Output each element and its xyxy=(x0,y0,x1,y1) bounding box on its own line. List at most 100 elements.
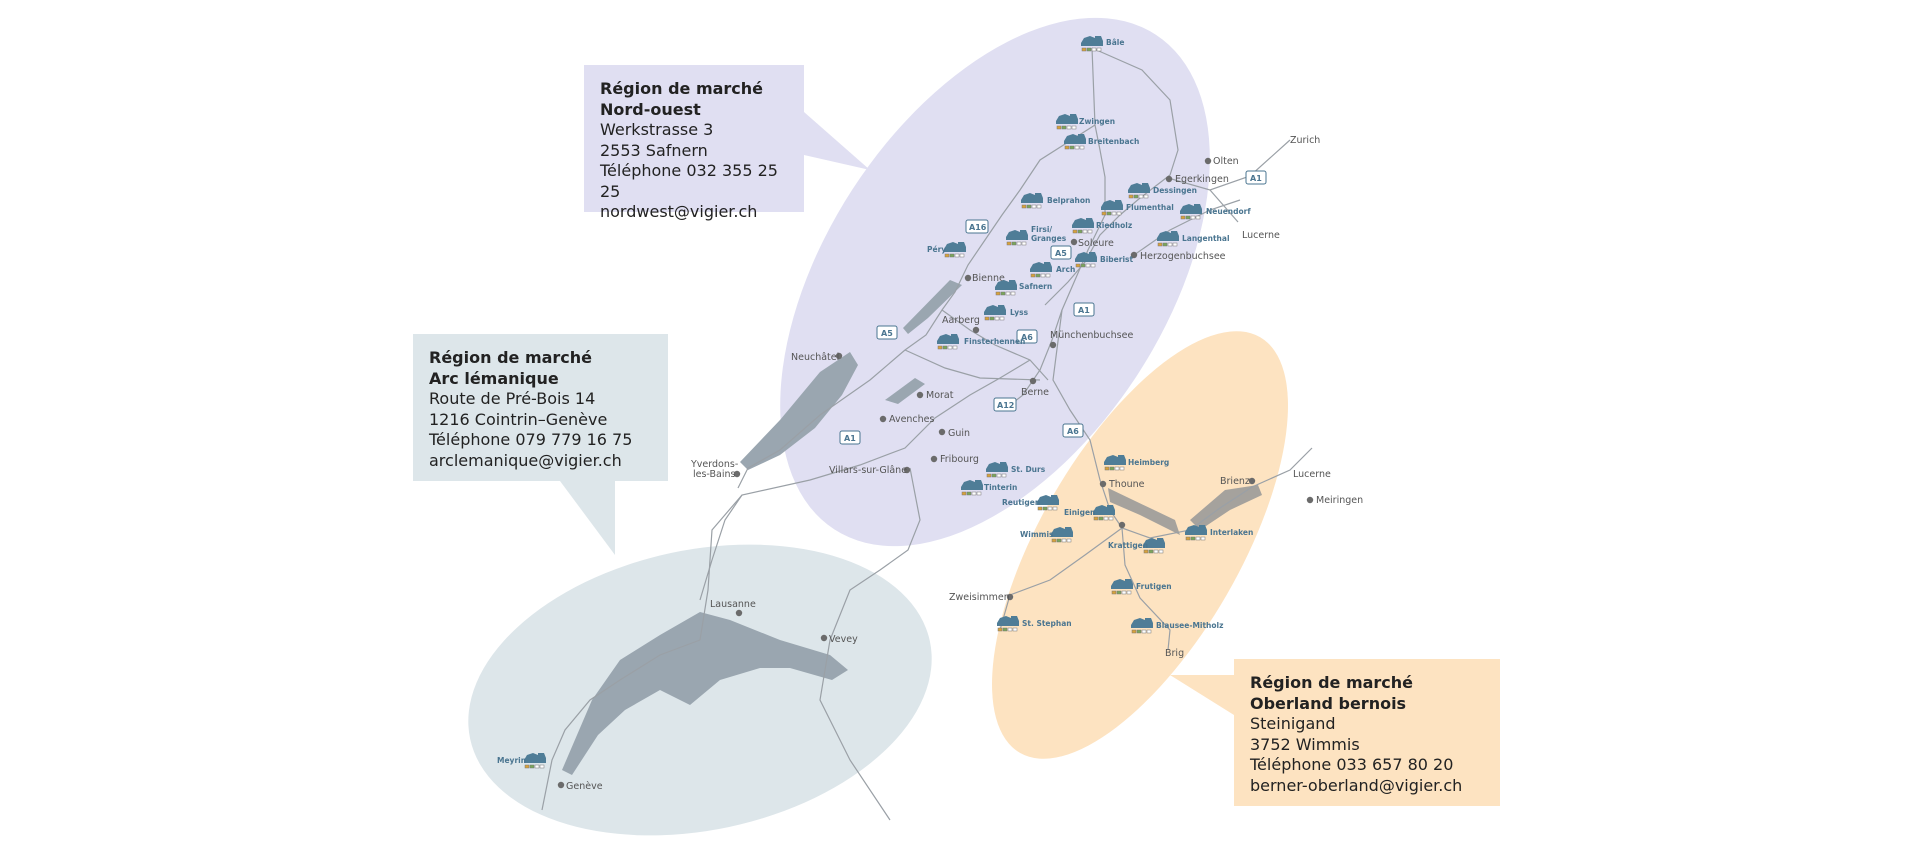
plant-mixer-icon xyxy=(1131,618,1153,634)
plant-mixer-icon xyxy=(984,305,1006,321)
region-name: Oberland bernois xyxy=(1250,693,1407,713)
plant-neuendorf: Neuendorf xyxy=(1206,207,1251,216)
plant-mixer-icon xyxy=(1075,252,1097,268)
plant-arch: Arch xyxy=(1056,265,1075,274)
plant-firsi-1: Firsi/ xyxy=(1031,225,1052,234)
plant-mixer-icon xyxy=(1072,218,1094,234)
email-link[interactable]: arclemanique@vigier.ch xyxy=(429,450,622,470)
city-yverdons-1: Yverdons- xyxy=(690,459,738,470)
city-aarberg: Aarberg xyxy=(942,315,980,326)
plant-mixer-icon xyxy=(1093,505,1115,521)
plant-mixer-icon xyxy=(1006,230,1028,246)
lake-neuchatel xyxy=(740,352,858,470)
city-lucerne-east: Lucerne xyxy=(1293,469,1331,480)
road-a12: A12 xyxy=(997,401,1014,410)
city-geneve: Genève xyxy=(566,781,603,792)
road-a6-south: A6 xyxy=(1067,427,1079,436)
road-a16: A16 xyxy=(969,223,987,232)
lake-geneve xyxy=(562,612,848,775)
plant-heimberg: Heimberg xyxy=(1128,458,1169,467)
city-zurich: Zurich xyxy=(1290,135,1320,146)
region-nordwest-area xyxy=(780,17,1210,547)
address-city: 2553 Safnern xyxy=(600,140,708,160)
plant-icons xyxy=(524,36,1207,769)
city-bienne: Bienne xyxy=(972,273,1005,284)
address-street: Steinigand xyxy=(1250,714,1336,733)
city-morat: Morat xyxy=(926,390,954,401)
plant-mixer-icon xyxy=(1064,134,1086,150)
plant-mixer-icon xyxy=(1101,200,1123,216)
plant-krattigen: Krattigen xyxy=(1108,541,1148,550)
plant-mixer-icon xyxy=(1143,538,1165,554)
plant-st-stephan: St. Stephan xyxy=(1022,619,1072,628)
plant-mixer-icon xyxy=(1157,231,1179,247)
plant-riedholz: Riedholz xyxy=(1096,221,1132,230)
plant-mixer-icon xyxy=(937,334,959,350)
plant-mixer-icon xyxy=(1081,36,1103,52)
callout-arc-lemanique: Région de marché Arc lémanique Route de … xyxy=(413,334,668,481)
address-street: Route de Pré-Bois 14 xyxy=(429,389,596,408)
road-badges: A1 A16 A5 A1 A5 A6 A12 A1 A6 xyxy=(839,170,1267,445)
plant-mixer-icon xyxy=(1030,262,1052,278)
lake-bienne xyxy=(903,280,962,334)
lake-morat xyxy=(885,378,925,404)
plant-einigen: Einigen xyxy=(1064,508,1095,517)
city-villars-sur-glane: Villars-sur-Glâne xyxy=(829,465,907,476)
city-yverdons-2: les-Bains xyxy=(693,469,736,480)
email-link[interactable]: nordwest@vigier.ch xyxy=(600,202,758,221)
plant-mixer-icon xyxy=(1180,204,1202,220)
plant-mixer-icon xyxy=(1051,527,1073,543)
plant-mixer-icon xyxy=(1056,114,1078,130)
plant-safnern: Safnern xyxy=(1019,282,1052,291)
plant-mixer-icon xyxy=(1037,495,1059,511)
lake-brienz xyxy=(1190,485,1262,530)
plant-blausee-mitholz: Blausee-Mitholz xyxy=(1156,621,1224,630)
plant-breitenbach: Breitenbach xyxy=(1088,137,1139,146)
phone: Téléphone 079 779 16 75 xyxy=(429,430,633,449)
phone: Téléphone 032 355 25 25 xyxy=(600,161,778,201)
email-link[interactable]: berner-oberland@vigier.ch xyxy=(1250,775,1463,795)
city-herzogenbuchsee: Herzogenbuchsee xyxy=(1140,251,1226,262)
road-a1-east: A1 xyxy=(1250,174,1262,183)
road-a5-soleure: A5 xyxy=(1055,249,1067,258)
plant-finsterhennen: Finsterhennen xyxy=(964,337,1025,346)
city-neuchatel: Neuchâtel xyxy=(791,352,839,363)
callout-arc-pointer xyxy=(560,481,615,555)
plant-reutigen: Reutigen xyxy=(1002,498,1040,507)
plant-mixer-icon xyxy=(1128,183,1150,199)
plant-dessingen: Dessingen xyxy=(1153,186,1197,195)
lake-thoune xyxy=(1108,488,1180,535)
city-berne: Berne xyxy=(1021,387,1049,398)
plant-bale: Bâle xyxy=(1106,38,1124,47)
city-muenchenbuchsee: Münchenbuchsee xyxy=(1050,330,1133,341)
plant-mixer-icon xyxy=(995,280,1017,296)
plant-pery: Péry xyxy=(927,245,946,254)
plant-mixer-icon xyxy=(1111,579,1133,595)
plant-frutigen: Frutigen xyxy=(1136,582,1172,591)
city-egerkingen: Egerkingen xyxy=(1175,174,1229,185)
plant-meyrin: Meyrin xyxy=(497,756,526,765)
road-a1-west: A1 xyxy=(844,434,856,443)
road-a6-north: A6 xyxy=(1021,333,1033,342)
address-street: Werkstrasse 3 xyxy=(600,120,714,139)
plant-mixer-icon xyxy=(1021,193,1043,209)
callout-ob-pointer xyxy=(1170,675,1234,715)
city-brig: Brig xyxy=(1165,648,1184,659)
region-name: Arc lémanique xyxy=(429,368,559,388)
plant-tinterin: Tinterin xyxy=(984,483,1017,492)
plant-flumenthal: Flumenthal xyxy=(1126,203,1174,212)
city-soleure: Soleure xyxy=(1078,238,1114,249)
city-lucerne-north: Lucerne xyxy=(1242,230,1280,241)
city-lausanne: Lausanne xyxy=(710,599,756,610)
plant-mixer-icon xyxy=(1104,455,1126,471)
city-vevey: Vevey xyxy=(829,634,858,645)
plant-mixer-icon xyxy=(944,242,966,258)
plant-interlaken: Interlaken xyxy=(1210,528,1253,537)
plant-mixer-icon xyxy=(986,462,1008,478)
city-zweisimmen: Zweisimmen xyxy=(949,592,1010,603)
plant-zwingen: Zwingen xyxy=(1079,117,1115,126)
address-city: 3752 Wimmis xyxy=(1250,734,1360,754)
city-thoune: Thoune xyxy=(1108,479,1145,490)
plant-mixer-icon xyxy=(997,616,1019,632)
plant-biberist: Biberist xyxy=(1100,255,1133,264)
